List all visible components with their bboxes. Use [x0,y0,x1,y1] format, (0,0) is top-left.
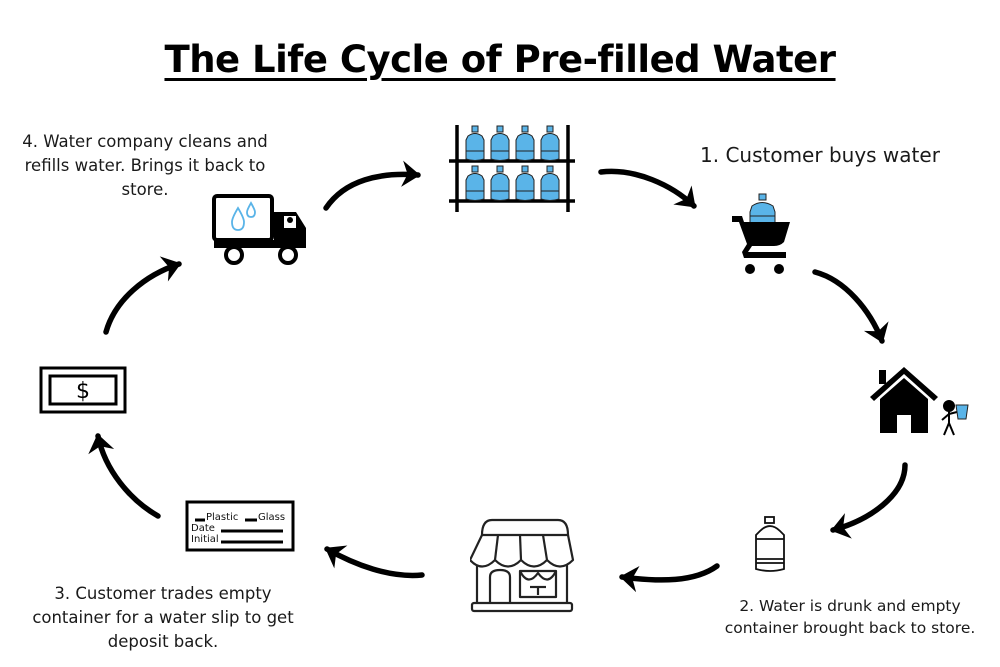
arrow-house-to-jug [830,462,908,539]
delivery-truck-icon [212,194,306,265]
arrow-store-to-slip [324,545,425,579]
house-with-person-drinking-icon [870,367,969,436]
storefront-icon [470,518,575,613]
empty-water-jug-icon [755,516,785,572]
slip-glass-label: Glass [258,512,285,523]
diagram-title: The Life Cycle of Pre-filled Water [164,38,836,81]
arrow-cart-to-house [812,269,889,344]
arrow-truck-to-shelf [323,160,421,211]
slip-date-label: Date [191,523,215,534]
arrow-jug-to-store [619,563,720,593]
slip-initial-label: Initial [191,534,219,545]
arrow-money-to-truck [103,256,182,335]
arrow-slip-to-money [88,433,161,519]
arrow-shelf-to-cart [598,168,697,209]
step-2-label: 2. Water is drunk and empty container br… [724,597,976,637]
water-jug-shelf-icon [449,125,575,212]
slip-plastic-label: Plastic [206,512,238,523]
shopping-cart-with-jug-icon [732,193,790,274]
step-1-label: 1. Customer buys water [700,143,940,167]
dollar-sign: $ [76,379,90,404]
step-4-label: 4. Water company cleans and refills wate… [22,132,268,199]
step-3-label: 3. Customer trades empty container for a… [32,584,294,651]
water-slip-icon: Plastic Glass Date Initial [185,500,295,552]
dollar-bill-icon: $ [39,366,127,414]
